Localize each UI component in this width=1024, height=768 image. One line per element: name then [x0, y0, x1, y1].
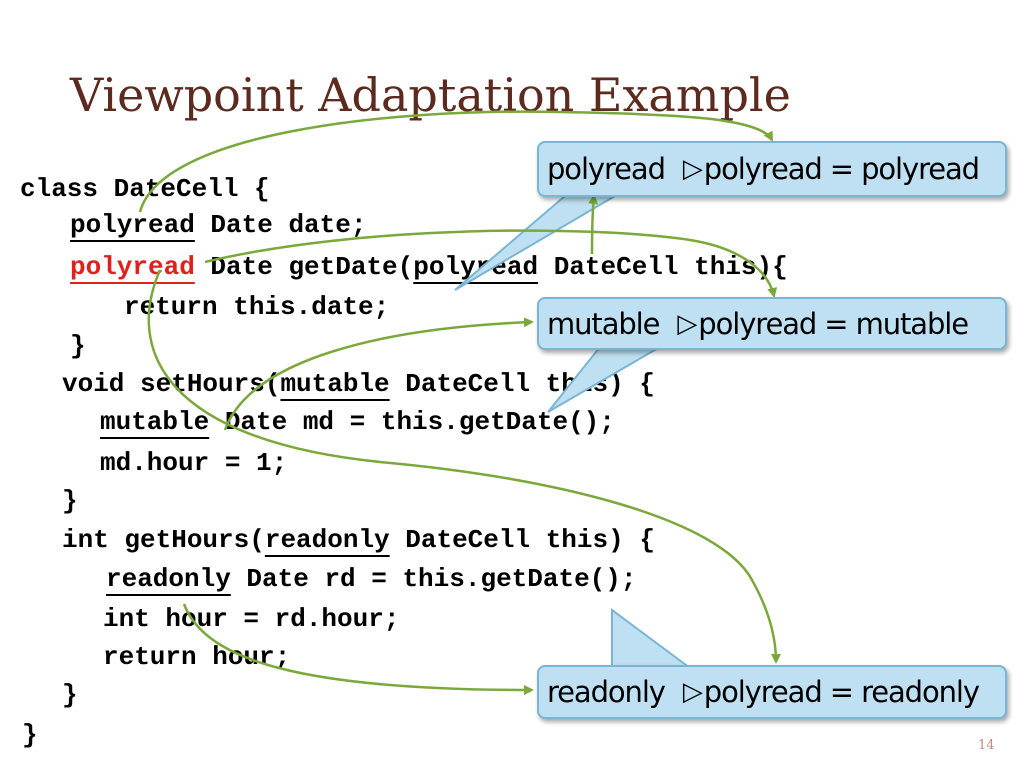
- viewpoint-adapt-operator-icon: ▷: [682, 677, 703, 707]
- viewpoint-adapt-operator-icon: ▷: [682, 154, 703, 184]
- page-number: 14: [978, 738, 995, 753]
- code-line-mutable-md: mutable Date md = this.getDate();: [100, 409, 615, 435]
- qualifier-mutable-receiver: mutable: [280, 369, 390, 399]
- code-line-close-gethours: }: [62, 682, 78, 708]
- code-text: DateCell this){: [538, 252, 788, 282]
- callout-result: polyread = polyread: [703, 152, 980, 186]
- code-line-close-getdate: }: [70, 333, 86, 359]
- code-line-close-sethours: }: [62, 488, 78, 514]
- qualifier-mutable-local: mutable: [100, 407, 210, 437]
- code-text: DateCell this) {: [389, 525, 655, 555]
- code-text: Date md = this.getDate();: [209, 407, 615, 437]
- slide-title: Viewpoint Adaptation Example: [70, 68, 791, 122]
- code-line-field: polyread Date date;: [70, 212, 366, 238]
- callout-left-operand: readonly: [547, 675, 666, 709]
- arrow-readonly-to-readonly-callout: [182, 603, 534, 695]
- code-line-sethours-decl: void setHours(mutable DateCell this) {: [62, 371, 655, 397]
- code-text: md.hour = 1;: [100, 448, 288, 478]
- code-text: this.date;: [217, 292, 390, 322]
- arrow-field-to-polyread-callout: [138, 110, 774, 213]
- callout-result: polyread = readonly: [703, 675, 980, 709]
- code-text: Date date;: [194, 210, 367, 240]
- code-text: int hour = rd.hour;: [103, 604, 400, 634]
- arrow-mutable-to-mutable-callout: [223, 317, 534, 431]
- callout-left-operand: polyread: [547, 152, 666, 186]
- code-text: }: [62, 486, 78, 516]
- code-line-gethours-decl: int getHours(readonly DateCell this) {: [62, 527, 655, 553]
- callout-left-operand: mutable: [547, 306, 660, 341]
- code-text: }: [70, 331, 86, 361]
- viewpoint-adapt-operator-icon: ▷: [677, 308, 697, 339]
- code-text: }: [22, 720, 38, 750]
- arrow-receiver-to-polyread-callout: [588, 194, 599, 255]
- callout-mutable: mutable ▷polyread = mutable: [537, 297, 1007, 350]
- code-line-close-class: }: [22, 722, 38, 748]
- arrow-return-qualifier-to-readonly-callout: [147, 269, 781, 664]
- code-line-int-hour: int hour = rd.hour;: [103, 606, 399, 632]
- code-line-readonly-rd: readonly Date rd = this.getDate();: [106, 566, 637, 592]
- qualifier-readonly-local: readonly: [106, 564, 231, 594]
- qualifier-readonly-receiver: readonly: [264, 525, 390, 555]
- qualifier-polyread-return: polyread: [70, 252, 195, 282]
- callout-tail-mutable: [547, 346, 664, 413]
- code-text: Date rd = this.getDate();: [230, 564, 637, 594]
- callout-readonly: readonly ▷polyread = readonly: [537, 665, 1007, 719]
- code-line-return-date: return this.date;: [124, 294, 389, 320]
- callout-polyread: polyread ▷polyread = polyread: [537, 141, 1007, 197]
- code-text: }: [62, 680, 78, 710]
- code-text: return: [124, 292, 218, 322]
- code-text: void setHours(: [62, 369, 281, 399]
- code-text: class DateCell {: [20, 174, 270, 204]
- qualifier-polyread: polyread: [70, 210, 195, 240]
- code-line-class-decl: class DateCell {: [20, 176, 270, 202]
- callout-tail-readonly: [611, 608, 694, 669]
- callout-result: polyread = mutable: [698, 306, 969, 341]
- code-line-md-hour: md.hour = 1;: [100, 450, 287, 476]
- arrow-return-qualifier-to-mutable-callout: [204, 229, 778, 298]
- code-text: int getHours(: [62, 525, 265, 555]
